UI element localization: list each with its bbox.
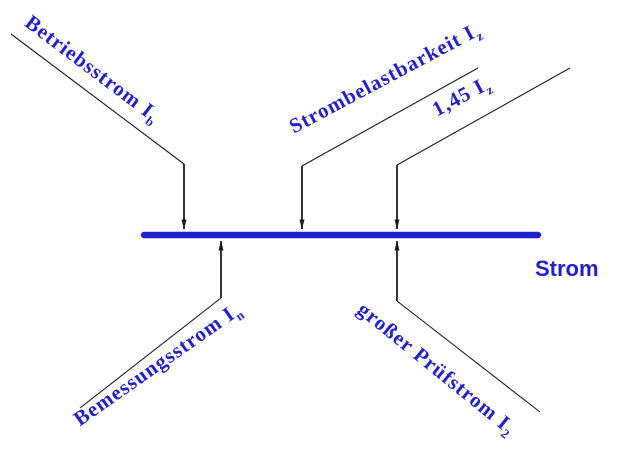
leader-line-faktor-145 xyxy=(396,67,571,166)
leader-line-strombelastbarkeit xyxy=(301,67,479,167)
axis-label-strom: Strom xyxy=(535,256,599,281)
leader-line-bemessungsstrom xyxy=(79,297,222,409)
leader-line-grosser-pruefstrom xyxy=(396,300,541,413)
leader-line-betriebsstrom xyxy=(10,33,185,165)
